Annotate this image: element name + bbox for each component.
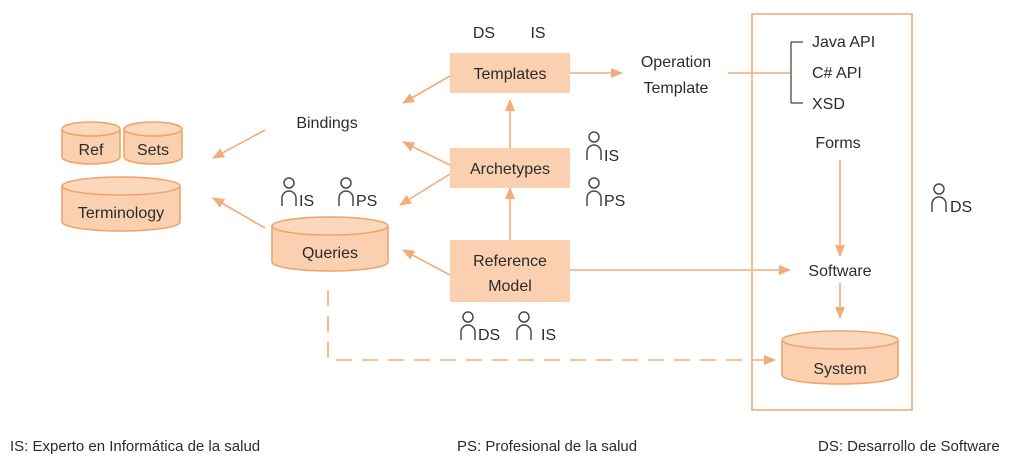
operation-template-label-2: Template — [644, 80, 709, 97]
ref-label: Ref — [79, 142, 104, 159]
bindings-label: Bindings — [296, 115, 357, 132]
operation-template-label-1: Operation — [641, 54, 711, 71]
arrow-archetypes-queries — [399, 173, 451, 206]
csharp-api-label: C# API — [812, 65, 862, 82]
refmodel-ds-role: DS — [478, 327, 500, 344]
connectors — [212, 68, 845, 365]
arrow-refmodel-queries — [402, 249, 451, 276]
archetypes-label: Archetypes — [470, 161, 550, 178]
ref-cylinder — [61, 121, 121, 165]
archetypes-is-role: IS — [604, 148, 619, 165]
system-cylinder — [781, 330, 899, 385]
person-icon — [338, 177, 354, 206]
system-label: System — [813, 361, 866, 378]
person-icon — [931, 183, 947, 212]
terminology-cylinder — [61, 176, 181, 232]
arrow-queries-terminology — [212, 197, 266, 229]
arrow-templates-bindings — [402, 75, 451, 104]
arrow-bindings-terminology — [212, 129, 266, 159]
software-frame — [751, 13, 913, 411]
person-icon — [586, 177, 602, 206]
templates-label: Templates — [474, 66, 547, 83]
queries-is-role: IS — [299, 193, 314, 210]
software-label: Software — [808, 263, 871, 280]
system-ds-role: DS — [950, 199, 972, 216]
archetype-diagram: Templates Archetypes Reference Model Ref… — [61, 13, 972, 411]
refmodel-is-role: IS — [541, 327, 556, 344]
reference-model-label-1: Reference — [473, 253, 547, 270]
reference-model-label-2: Model — [488, 278, 532, 295]
sets-label: Sets — [137, 142, 169, 159]
reference-model-box — [450, 240, 570, 302]
forms-label: Forms — [815, 135, 860, 152]
legend-ds: DS: Desarrollo de Software — [818, 438, 1000, 455]
templates-ds-label: DS — [473, 25, 495, 42]
queries-label: Queries — [302, 245, 358, 262]
queries-cylinder — [271, 216, 389, 272]
templates-box — [450, 53, 570, 93]
person-icon — [586, 131, 602, 160]
archetypes-box — [450, 148, 570, 188]
legend-ps: PS: Profesional de la salud — [457, 438, 638, 455]
archetypes-ps-role: PS — [604, 193, 625, 210]
person-icon — [281, 177, 297, 206]
templates-is-label: IS — [530, 25, 545, 42]
dashed-queries-system — [327, 290, 776, 365]
xsd-label: XSD — [812, 96, 845, 113]
person-icon — [516, 311, 532, 340]
legend-is: IS: Experto en Informática de la salud — [10, 438, 261, 455]
terminology-label: Terminology — [78, 205, 164, 222]
arrow-archetypes-bindings — [402, 141, 451, 166]
java-api-label: Java API — [812, 34, 875, 51]
person-icon — [460, 311, 476, 340]
sets-cylinder — [123, 121, 183, 165]
api-bracket — [790, 41, 803, 104]
queries-ps-role: PS — [356, 193, 377, 210]
